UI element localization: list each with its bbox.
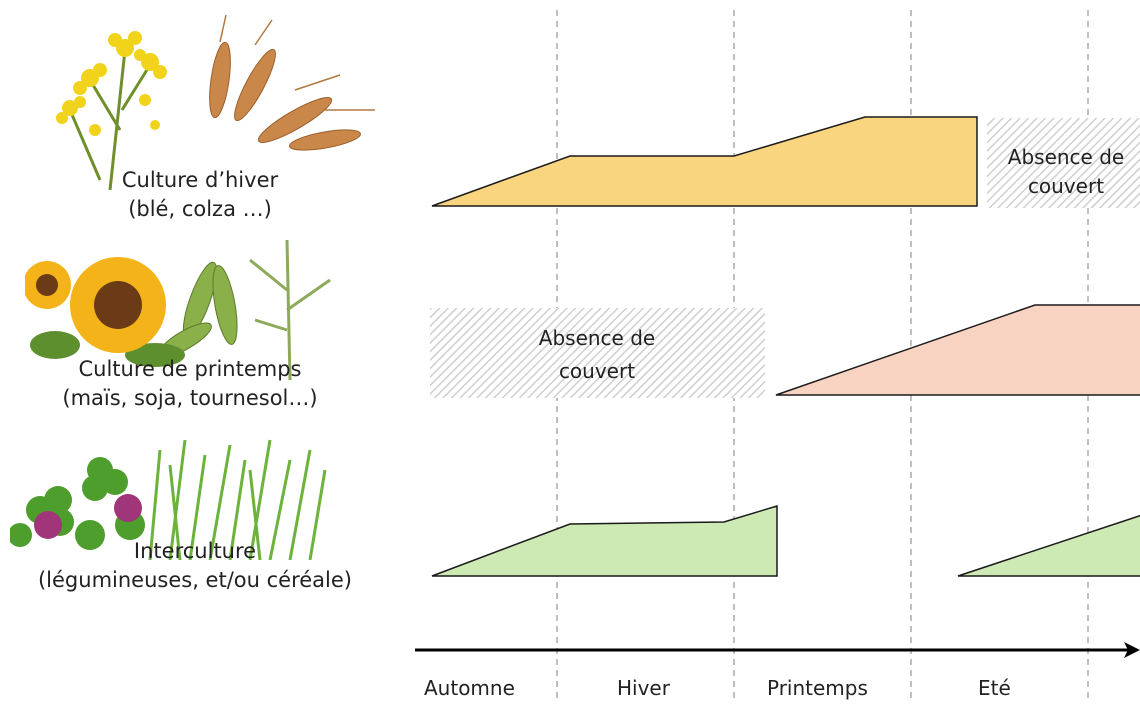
season-label-summer: Eté [978, 676, 1011, 700]
season-label-autumn: Automne [424, 676, 515, 700]
cover-crop-label: Interculture (légumineuses, et/ou céréal… [25, 537, 365, 595]
winter-crop-illustration [56, 14, 375, 190]
spring-crop-illustration [25, 239, 331, 380]
sunflower-icon [25, 257, 166, 353]
season-label-winter: Hiver [617, 676, 670, 700]
winter-crop-label: Culture d’hiver (blé, colza …) [100, 166, 300, 224]
no-cover-label-summer-line1: Absence de [1008, 145, 1124, 169]
spring-crop-cover-shape [775, 304, 1140, 396]
spring-crop-name: Culture de printemps [78, 357, 302, 381]
no-cover-label-winter-line2: couvert [559, 359, 635, 383]
clover-flower-icon [34, 494, 142, 539]
cover-crop-illustration [10, 439, 327, 560]
spring-crop-label: Culture de printemps (maïs, soja, tourne… [40, 355, 340, 413]
no-cover-label-summer-line2: couvert [1028, 174, 1104, 198]
cover-crop-examples: (légumineuses, et/ou céréale) [37, 568, 352, 592]
time-axis-arrowhead-icon [1124, 642, 1140, 658]
winter-crop-name: Culture d’hiver [121, 168, 279, 192]
spring-crop-examples: (maïs, soja, tournesol…) [62, 386, 318, 410]
season-label-spring: Printemps [767, 676, 868, 700]
no-cover-block-winter [430, 308, 765, 398]
no-cover-label-winter-line1: Absence de [539, 326, 655, 350]
winter-crop-examples: (blé, colza …) [128, 197, 272, 221]
cover-crop-shape-late-summer [957, 514, 1140, 577]
winter-crop-cover-shape [431, 116, 978, 207]
cover-crop-name: Interculture [133, 539, 257, 563]
no-cover-block-summer [987, 118, 1140, 208]
cover-crop-shape-autumn [431, 504, 778, 577]
